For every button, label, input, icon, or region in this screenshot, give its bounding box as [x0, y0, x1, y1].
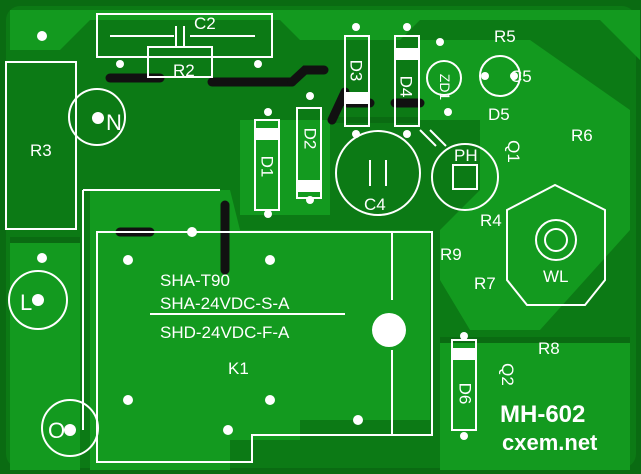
terminal-l: L — [20, 290, 33, 315]
relay-part-line-3: SHD-24VDC-F-A — [160, 323, 290, 342]
relay-ref: K1 — [228, 359, 249, 378]
board-site: cxem.net — [502, 430, 598, 455]
label-d4: D4 — [396, 75, 416, 98]
silkscreen — [5, 13, 606, 463]
relay-part-line-1: SHA-T90 — [160, 271, 230, 290]
terminal-o: O — [48, 418, 66, 443]
label-d1: D1 — [257, 155, 277, 178]
label-r3: R3 — [30, 141, 52, 160]
label-r5: R5 — [494, 27, 516, 46]
label-d5: D5 — [488, 105, 510, 124]
solder-pads — [32, 23, 518, 440]
label-r7: R7 — [474, 274, 496, 293]
label-q1: Q1 — [503, 140, 523, 163]
label-c4: C4 — [364, 195, 386, 214]
label-wl: WL — [543, 267, 569, 286]
label-q2: Q2 — [497, 363, 517, 386]
component-bands — [255, 48, 476, 360]
label-r4: R4 — [480, 211, 502, 230]
label-r9: R9 — [440, 245, 462, 264]
label-c2: C2 — [194, 14, 216, 33]
label-d3: D3 — [346, 59, 366, 82]
label-r2: R2 — [173, 61, 195, 80]
terminal-n: N — [106, 110, 122, 135]
label-zd1: ZD1 — [437, 73, 454, 101]
label-r8: R8 — [538, 339, 560, 358]
label-ph: PH — [454, 146, 478, 165]
label-r6: R6 — [571, 126, 593, 145]
copper-pours — [6, 6, 640, 470]
label-d2: D2 — [300, 127, 320, 150]
board-model: MH-602 — [500, 401, 586, 428]
relay-part-line-2: SHA-24VDC-S-A — [160, 294, 290, 313]
label-c5: C5 — [510, 67, 532, 86]
label-d6: D6 — [455, 382, 475, 405]
